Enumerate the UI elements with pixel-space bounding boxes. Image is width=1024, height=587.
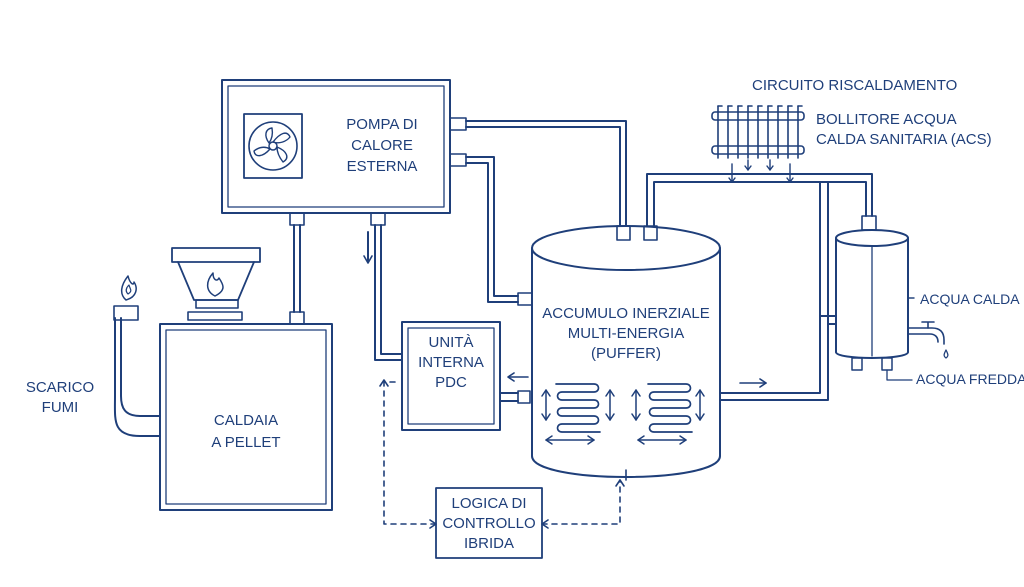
label-dhw-boiler: BOLLITORE ACQUA CALDA SANITARIA (ACS) <box>816 111 992 148</box>
pipe-heatpump-to-buffer-top <box>465 120 631 241</box>
hybrid-control-box <box>435 487 543 559</box>
heat-pump-outdoor-unit <box>221 79 467 226</box>
label-heat-pump-outdoor: POMPA DI CALORE ESTERNA <box>346 116 418 175</box>
label-cold-water: ACQUA FREDDA <box>916 371 1024 387</box>
pellet-boiler <box>113 247 333 511</box>
pellet-hopper <box>171 247 261 321</box>
buffer-tank <box>531 225 721 481</box>
radiator-icon <box>711 105 805 183</box>
indoor-unit-pdc <box>401 321 531 431</box>
fan-icon <box>243 113 303 179</box>
label-buffer-tank: ACCUMULO INERZIALE MULTI-ENERGIA (PUFFER… <box>542 305 710 362</box>
coil-icon <box>555 383 693 433</box>
control-links <box>383 381 621 525</box>
label-heating-circuit: CIRCUITO RISCALDAMENTO <box>752 77 958 94</box>
label-flue-exhaust: SCARICO FUMI <box>25 379 95 416</box>
flame-icon <box>206 272 224 297</box>
pipe-heatpump-to-indoor-unit <box>363 224 403 361</box>
dhw-boiler <box>835 229 949 381</box>
label-pellet-boiler: CALDAIA A PELLET <box>211 412 281 451</box>
flame-icon <box>120 275 137 301</box>
pipe-heatpump-to-pellet-boiler <box>289 224 305 325</box>
faucet-icon <box>907 321 949 359</box>
label-indoor-unit: UNITÀ INTERNA PDC <box>418 334 484 391</box>
pipe-buffer-to-dhw-boiler <box>719 181 837 401</box>
pipe-heatpump-to-buffer-side <box>465 156 533 306</box>
label-hybrid-control: LOGICA DI CONTROLLO IBRIDA <box>442 495 536 552</box>
label-hot-water: ACQUA CALDA <box>920 291 1020 307</box>
flue-pipe <box>113 275 161 437</box>
